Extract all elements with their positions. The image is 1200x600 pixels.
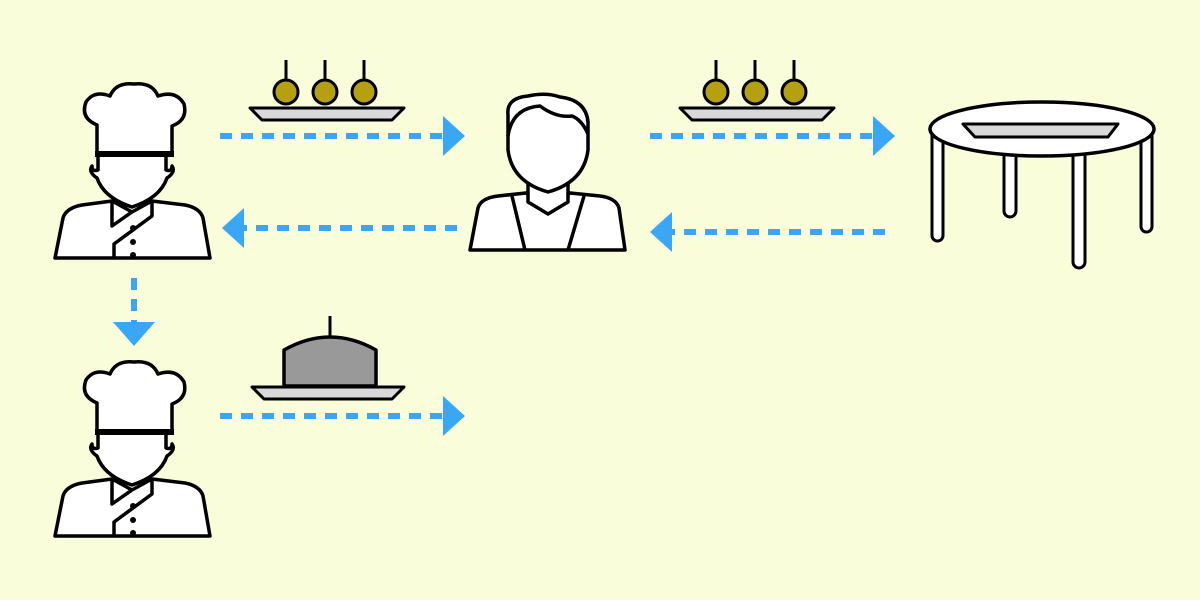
cloche-plate-icon xyxy=(250,316,406,401)
waiter-icon xyxy=(468,92,627,252)
table-icon xyxy=(928,100,1156,270)
arrow-chef-to-chef xyxy=(113,278,155,346)
empty-plate-icon xyxy=(961,122,1120,139)
